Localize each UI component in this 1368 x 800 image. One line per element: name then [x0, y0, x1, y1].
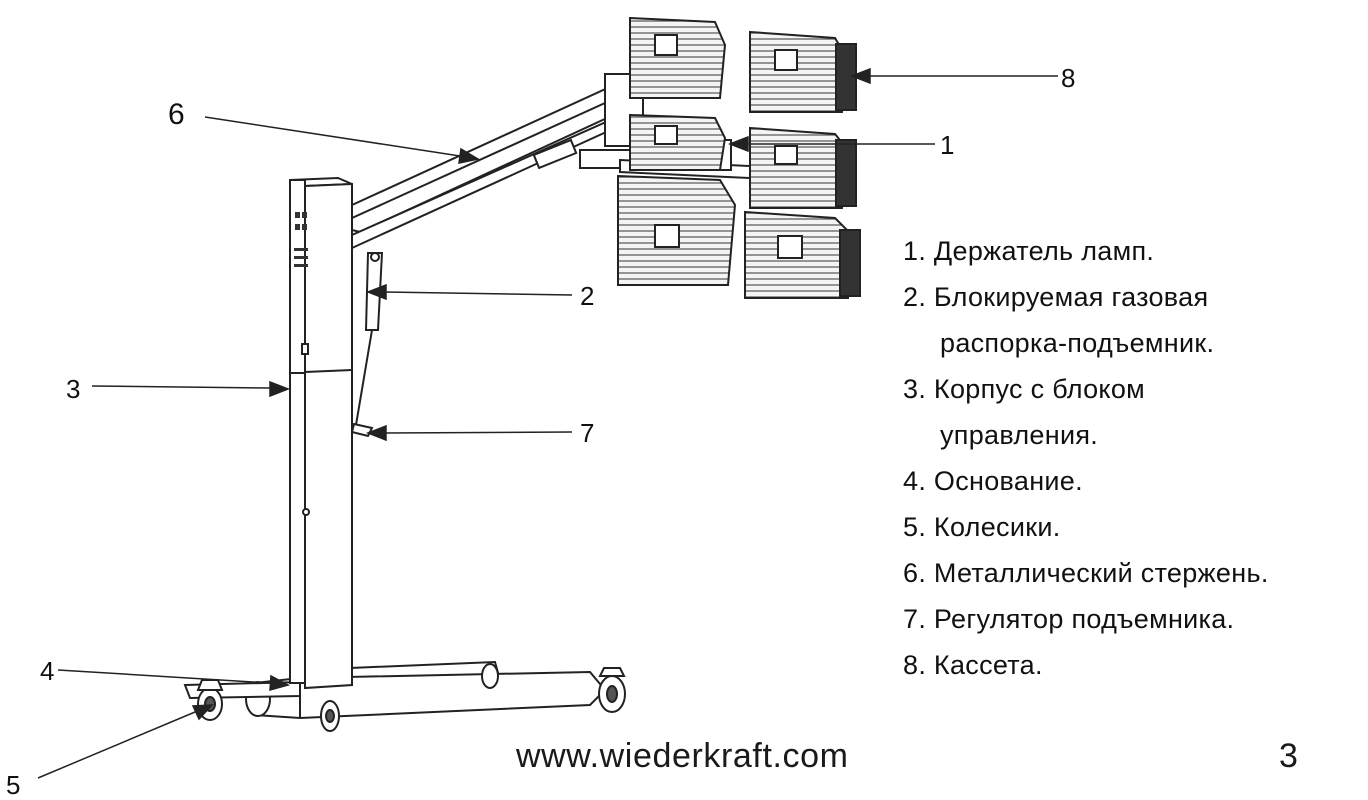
page-number: 3	[1279, 737, 1298, 775]
callout-1: 1	[940, 130, 955, 160]
callout-3: 3	[66, 374, 81, 404]
legend-item-2-continued: распорка-подъемник.	[940, 328, 1215, 358]
legend-item-1: 1. Держатель ламп.	[903, 236, 1155, 266]
callout-5: 5	[6, 770, 21, 800]
callout-8: 8	[1061, 63, 1076, 93]
callout-2: 2	[580, 281, 595, 311]
cassette-top-right	[749, 30, 857, 113]
base-frame	[183, 660, 607, 720]
cassette-mid-right	[749, 126, 857, 209]
callout-7: 7	[580, 418, 595, 448]
legend-item-8: 8. Кассета.	[903, 650, 1043, 680]
legend-item-5: 5. Колесики.	[903, 512, 1061, 542]
cassette-bottom-left	[617, 174, 737, 286]
caster-back-icon	[481, 663, 499, 689]
legend-item-2: 2. Блокируемая газовая	[903, 282, 1209, 312]
legend-item-6: 6. Металлический стержень.	[903, 558, 1269, 588]
legend-item-3: 3. Корпус с блоком	[903, 374, 1146, 404]
callout-4: 4	[40, 656, 55, 686]
gas-strut	[350, 252, 384, 438]
cassette-mid-left	[629, 113, 727, 171]
column-housing	[289, 176, 353, 690]
leader-lines	[37, 67, 1058, 779]
parts-legend: 1. Держатель ламп. 2. Блокируемая газова…	[903, 228, 1269, 688]
legend-item-3-continued: управления.	[940, 420, 1099, 450]
lamp-cassettes	[617, 16, 861, 299]
legend-item-4: 4. Основание.	[903, 466, 1083, 496]
cassette-top-left	[629, 16, 727, 99]
legend-item-7: 7. Регулятор подъемника.	[903, 604, 1235, 634]
cassette-bottom-right	[744, 210, 861, 299]
callout-6: 6	[168, 98, 185, 131]
footer-url: www.wiederkraft.com	[516, 737, 849, 775]
